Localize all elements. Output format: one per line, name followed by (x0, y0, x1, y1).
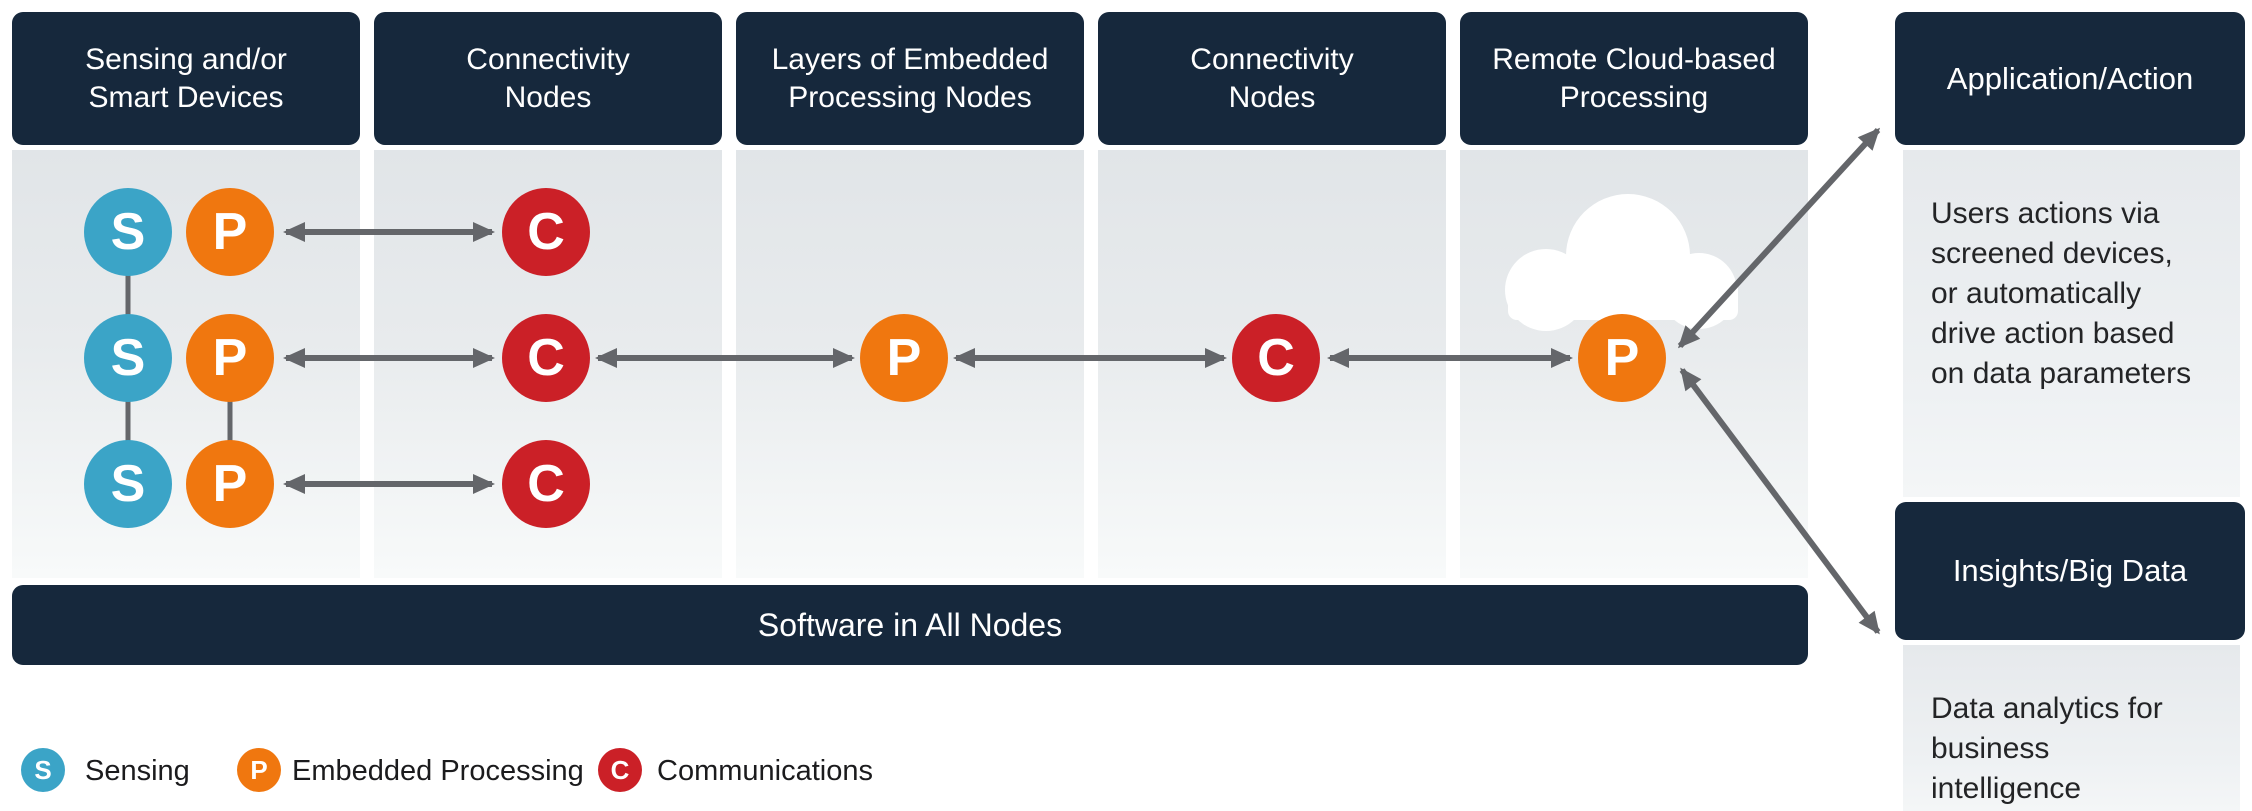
communications-node: C (502, 314, 590, 402)
communications-node: C (1232, 314, 1320, 402)
arrow-cloud-application (1677, 127, 1881, 349)
column-header-sensing: Sensing and/or Smart Devices (12, 12, 360, 145)
sensing-node: S (84, 440, 172, 528)
legend-processing-label: Embedded Processing (292, 755, 584, 787)
application-action-description: Users actions via screened devices, or a… (1903, 150, 2240, 497)
cloud-processing-node: P (1578, 314, 1666, 402)
legend-processing-icon: P (237, 748, 281, 792)
insights-big-data-description: Data analytics for business intelligence (1903, 645, 2240, 811)
column-header-cloud: Remote Cloud-based Processing (1460, 12, 1808, 145)
cloud-icon (1505, 194, 1738, 331)
software-bar: Software in All Nodes (12, 585, 1808, 665)
embedded-processing-node: P (860, 314, 948, 402)
processing-node: P (186, 188, 274, 276)
legend-communications-label: Communications (657, 755, 873, 787)
sensing-node: S (84, 188, 172, 276)
column-header-embedded: Layers of Embedded Processing Nodes (736, 12, 1084, 145)
flow-arrows (283, 127, 1881, 635)
processing-node: P (186, 440, 274, 528)
column-header-connectivity-2: Connectivity Nodes (1098, 12, 1446, 145)
communications-node: C (502, 188, 590, 276)
node-connectors (125, 274, 233, 442)
legend-sensing-icon: S (21, 748, 65, 792)
sensing-node: S (84, 314, 172, 402)
processing-node: P (186, 314, 274, 402)
legend-sensing-label: Sensing (85, 755, 190, 787)
legend-communications-icon: C (598, 748, 642, 792)
communications-node: C (502, 440, 590, 528)
arrow-cloud-insights (1679, 367, 1881, 635)
insights-big-data-header: Insights/Big Data (1895, 502, 2245, 640)
column-header-connectivity-1: Connectivity Nodes (374, 12, 722, 145)
application-action-header: Application/Action (1895, 12, 2245, 145)
